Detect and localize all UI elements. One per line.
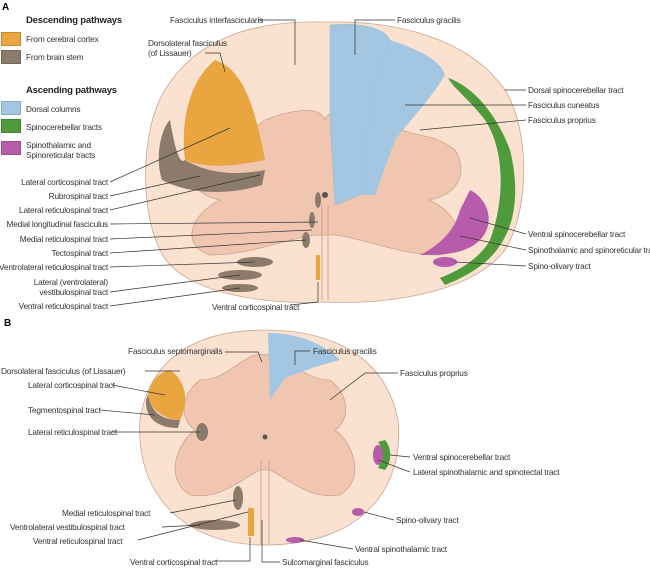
label: Medial reticulospinal tract bbox=[62, 508, 151, 518]
swatch-brain-stem bbox=[1, 50, 21, 64]
label: Fasciculus cuneatus bbox=[528, 100, 600, 110]
swatch-cerebral-cortex bbox=[1, 32, 21, 46]
section-b-ventral-fissure bbox=[260, 460, 270, 545]
section-b-spino-olivary bbox=[352, 508, 364, 516]
label: Lateral (ventrolateral) bbox=[33, 277, 108, 287]
section-b-central-canal bbox=[262, 434, 268, 440]
section-a-brainstem-tracts bbox=[218, 192, 321, 292]
label: Lateral corticospinal tract bbox=[21, 177, 108, 187]
label: vestibulospinal tract bbox=[39, 287, 108, 297]
section-b-gray-matter bbox=[174, 354, 356, 497]
section-b-lateral-spinothalamic bbox=[373, 445, 383, 465]
label: Medial reticulospinal tract bbox=[19, 234, 108, 244]
section-b-tegmentospinal bbox=[145, 395, 180, 428]
section-a-ventral-corticospinal bbox=[316, 255, 320, 280]
legend-item: Spinothalamic and bbox=[26, 140, 91, 150]
legend-item: From brain stem bbox=[26, 52, 84, 62]
label: Sulcomarginal fasciculus bbox=[282, 557, 369, 567]
section-b-ventral-spinothalamic bbox=[286, 537, 304, 543]
label: Fasciculus interfascicularis bbox=[170, 15, 264, 25]
section-b-lateral-corticospinal bbox=[148, 370, 186, 420]
swatch-spinocerebellar bbox=[1, 119, 21, 133]
label: Dorsal spinocerebellar tract bbox=[528, 85, 624, 95]
label: Lateral corticospinal tract bbox=[28, 380, 115, 390]
label: Lateral spinothalamic and spinotectal tr… bbox=[413, 467, 560, 477]
section-b-vestibulospinal bbox=[190, 520, 240, 530]
label: Tectospinal tract bbox=[51, 248, 108, 258]
label: Fasciculus gracilis bbox=[397, 15, 461, 25]
label: Rubrospinal tract bbox=[48, 191, 109, 201]
label: Spino-olivary tract bbox=[396, 515, 459, 525]
section-a-central-canal bbox=[322, 192, 328, 198]
label: Ventral spinocerebellar tract bbox=[413, 452, 511, 462]
swatch-spinothalamic bbox=[1, 141, 21, 155]
label: Ventral spinothalamic tract bbox=[355, 544, 447, 554]
label: Dorsolateral fasciculus bbox=[148, 38, 227, 48]
label: Fasciculus proprius bbox=[528, 115, 596, 125]
label: Tegmentospinal tract bbox=[28, 405, 101, 415]
panel-a-label: A bbox=[2, 2, 10, 13]
section-a-spino-olivary bbox=[433, 257, 457, 267]
label: Fasciculus gracilis bbox=[313, 346, 377, 356]
label: Dorsolateral fasciculus (of Lissauer) bbox=[1, 366, 126, 376]
label: Fasciculus septomarginalis bbox=[128, 346, 223, 356]
section-a-dorsal-spinocerebellar bbox=[448, 78, 516, 245]
swatch-dorsal-columns bbox=[1, 101, 21, 115]
legend-item: From cerebral cortex bbox=[26, 34, 99, 44]
section-a-fasciculus-cuneatus bbox=[360, 40, 445, 195]
label: Ventral corticospinal tract bbox=[130, 557, 218, 567]
legend-item: Dorsal columns bbox=[26, 104, 81, 114]
label: Lateral reticulospinal tract bbox=[19, 205, 108, 215]
label: Ventral reticulospinal tract bbox=[33, 536, 123, 546]
section-b-lateral-reticulospinal bbox=[196, 423, 208, 441]
label: Fasciculus proprius bbox=[400, 368, 468, 378]
label: Ventrolateral vestibulospinal tract bbox=[10, 522, 125, 532]
section-a-ventral-fissure bbox=[321, 205, 329, 300]
label: Ventrolateral reticulospinal tract bbox=[0, 262, 108, 272]
label: Ventral spinocerebellar tract bbox=[528, 229, 626, 239]
section-b-fasciculus-gracilis bbox=[268, 333, 340, 400]
section-a-rubrospinal bbox=[158, 120, 265, 192]
label: Spino-olivary tract bbox=[528, 261, 591, 271]
label: Ventral corticospinal tract bbox=[212, 302, 300, 312]
label: (of Lissauer) bbox=[148, 48, 192, 58]
legend-item: Spinocerebellar tracts bbox=[26, 122, 102, 132]
section-b-ventral-corticospinal bbox=[248, 508, 254, 536]
section-b-medial-reticulospinal bbox=[233, 486, 243, 510]
label: Spinothalamic and spinoreticular tracts bbox=[528, 245, 650, 255]
legend-ascending-title: Ascending pathways bbox=[26, 85, 117, 96]
legend-item: Spinoreticular tracts bbox=[26, 150, 96, 160]
panel-b-label: B bbox=[4, 318, 12, 329]
label: Ventral reticulospinal tract bbox=[18, 301, 109, 311]
legend-descending-title: Descending pathways bbox=[26, 15, 122, 26]
leader-lines bbox=[99, 19, 527, 563]
label: Lateral reticulospinal tract bbox=[28, 427, 117, 437]
label: Medial longitudinal fasciculus bbox=[6, 219, 109, 229]
